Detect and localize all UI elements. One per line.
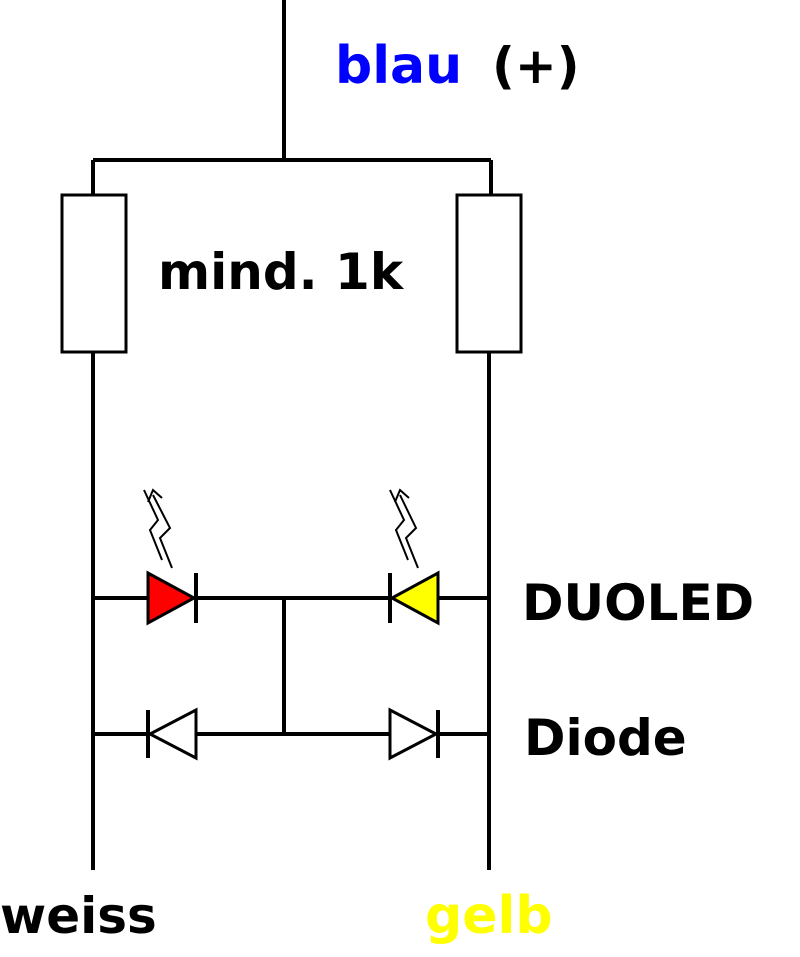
resistor-right xyxy=(455,193,523,354)
supply-label: blau xyxy=(335,36,462,96)
diode-label: Diode xyxy=(524,709,687,767)
resistor-left xyxy=(60,193,128,354)
led-red xyxy=(146,570,198,626)
right-output-label: gelb xyxy=(425,886,553,946)
wires xyxy=(91,0,493,870)
duoled-label: DUOLED xyxy=(522,574,754,632)
light-arrows-red xyxy=(143,488,173,569)
led-yellow-body xyxy=(388,570,440,626)
light-arrows-yellow xyxy=(389,488,419,569)
led-red-body xyxy=(146,570,198,626)
left-output-label: weiss xyxy=(0,887,157,945)
diode-right xyxy=(388,707,440,761)
diode-left xyxy=(146,707,198,761)
supply-sign-label: (+) xyxy=(492,37,580,95)
resistor-label: mind. 1k xyxy=(158,243,405,301)
led-yellow xyxy=(388,570,440,626)
